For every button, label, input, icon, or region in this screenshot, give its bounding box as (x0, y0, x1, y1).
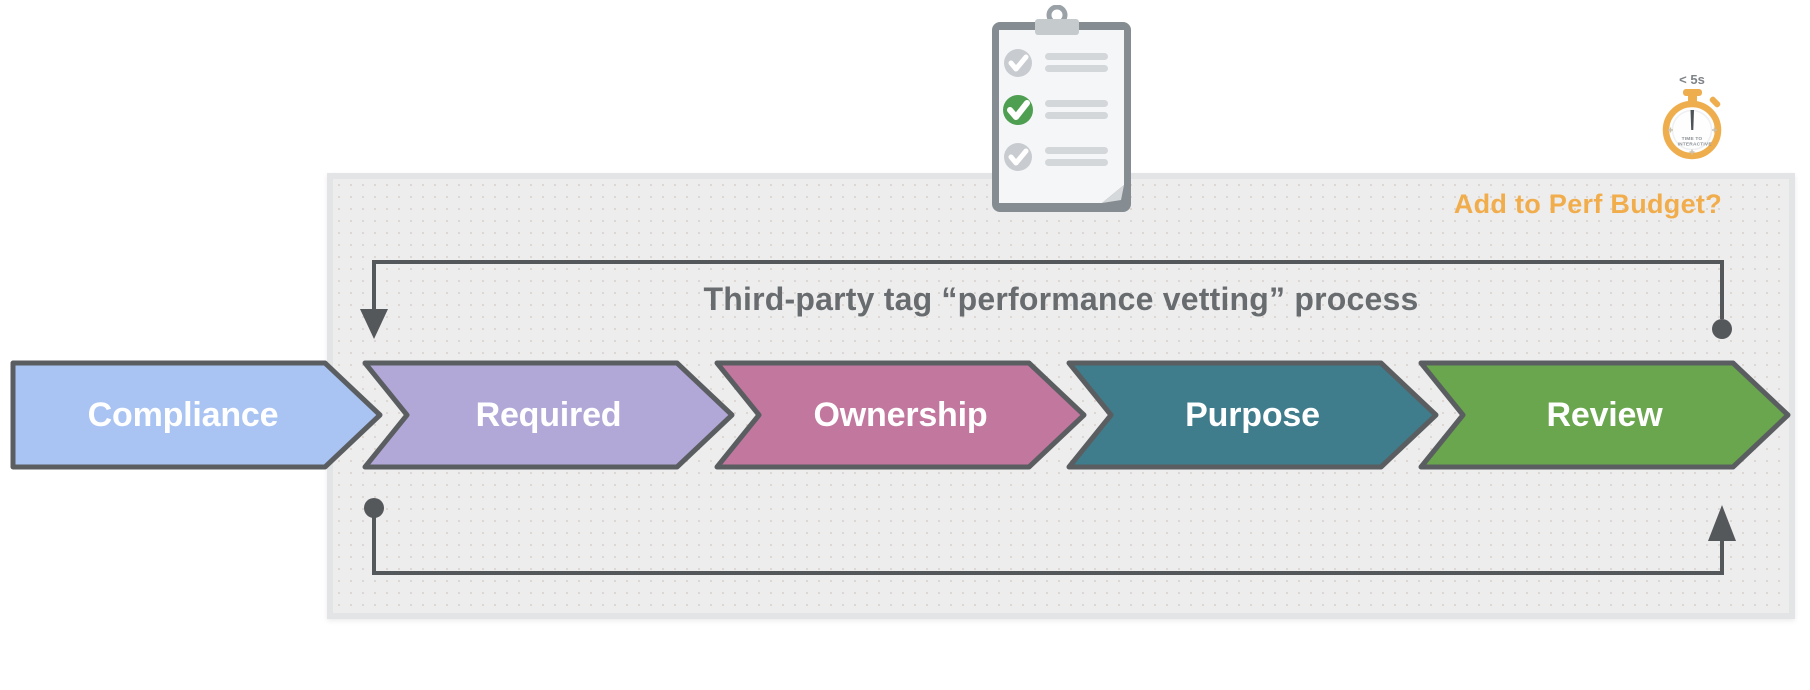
list-line (1045, 65, 1108, 72)
process-title: Third-party tag “performance vetting” pr… (703, 281, 1419, 317)
top-loop-start-dot (1712, 319, 1732, 339)
chevron-shape (362, 360, 735, 470)
stopwatch-stem (1688, 93, 1697, 105)
chevron-shape (1066, 360, 1439, 470)
bottom-loop-arrowhead-icon (1708, 505, 1736, 541)
chevron-polygon (10, 360, 383, 470)
stage-label-purpose: Purpose (1185, 395, 1320, 434)
check-icon (1008, 148, 1029, 166)
stage-label-compliance: Compliance (87, 395, 279, 434)
list-line (1045, 147, 1108, 154)
check-icon (1008, 54, 1029, 72)
stage-chevron-review: Review (1416, 358, 1793, 472)
stopwatch-button (1683, 89, 1702, 96)
stopwatch-icon (1662, 89, 1722, 160)
stopwatch-needle (1690, 110, 1694, 130)
stage-chevron-compliance: Compliance (8, 358, 385, 472)
dial-caption-line1: TIME TO (1681, 136, 1703, 142)
perf-budget-question: Add to Perf Budget? (1453, 189, 1722, 219)
check-icon (1007, 100, 1030, 120)
list-line (1045, 159, 1108, 166)
checklist-clipboard-icon (992, 5, 1131, 212)
stopwatch-dial-caption: TIME TO INTERACTIVE (1677, 136, 1712, 148)
clipboard-clip (1035, 19, 1079, 35)
chevron-shape (714, 360, 1087, 470)
bottom-loop-line (372, 516, 1724, 575)
stage-chevron-ownership: Ownership (712, 358, 1089, 472)
dial-caption-line2: INTERACTIVE (1677, 141, 1712, 148)
chevron-polygon (362, 360, 735, 470)
list-line (1045, 100, 1108, 107)
stopwatch-time-label: < 5s (1679, 72, 1705, 87)
chevron-polygon (1418, 360, 1791, 470)
top-loop-line (372, 260, 1724, 319)
stage-chevron-purpose: Purpose (1064, 358, 1441, 472)
chevron-polygon (714, 360, 1087, 470)
bottom-loop-start-dot (364, 498, 384, 518)
clipboard-paper-fold (1102, 185, 1124, 203)
list-line (1045, 53, 1108, 60)
stage-label-review: Review (1546, 395, 1663, 434)
stage-chevron-required: Required (360, 358, 737, 472)
dial-tick-marks (1668, 127, 1717, 155)
chevron-shape (10, 360, 383, 470)
chevron-polygon (1066, 360, 1439, 470)
stopwatch-side-nub (1709, 96, 1721, 108)
stage-label-required: Required (475, 395, 622, 434)
list-line (1045, 112, 1108, 119)
top-loop-arrowhead-icon (360, 309, 388, 339)
stage-label-ownership: Ownership (813, 395, 988, 434)
chevron-shape (1418, 360, 1791, 470)
